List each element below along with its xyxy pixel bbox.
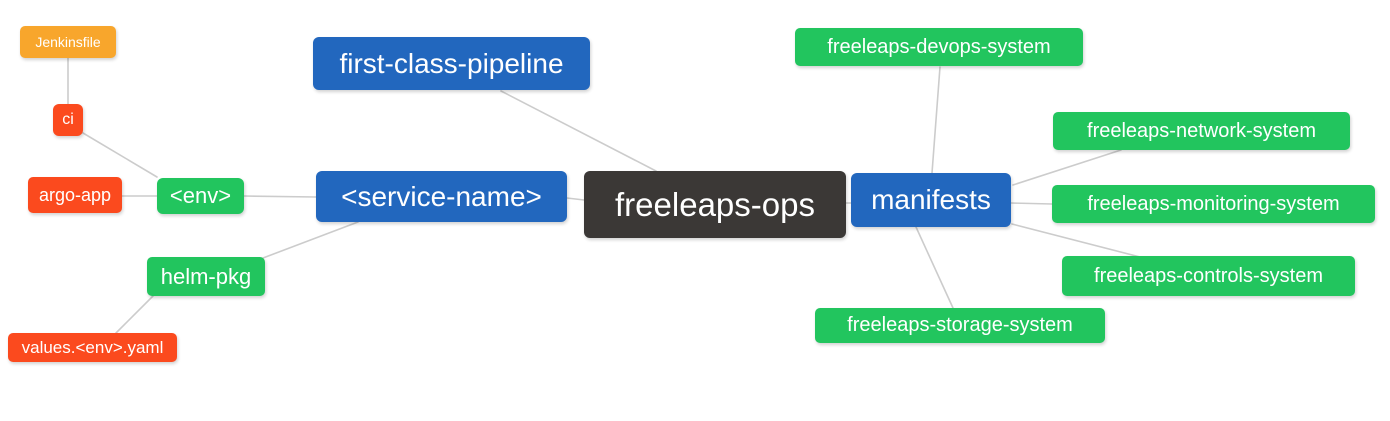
node-freeleaps-controls-system-label: freeleaps-controls-system xyxy=(1094,264,1323,287)
node-jenkinsfile[interactable]: Jenkinsfile xyxy=(20,26,116,58)
edge-pipeline-ops xyxy=(500,90,657,172)
node-freeleaps-network-system-label: freeleaps-network-system xyxy=(1087,119,1316,142)
node-service-name-label: <service-name> xyxy=(341,180,542,212)
node-first-class-pipeline-label: first-class-pipeline xyxy=(339,47,564,79)
node-values-env-yaml[interactable]: values.<env>.yaml xyxy=(8,333,177,362)
edge-helmpkg-valuesyaml xyxy=(115,295,154,334)
node-argo-app[interactable]: argo-app xyxy=(28,177,122,213)
node-freeleaps-devops-system[interactable]: freeleaps-devops-system xyxy=(795,28,1083,66)
node-env[interactable]: <env> xyxy=(157,178,244,214)
node-freeleaps-storage-system[interactable]: freeleaps-storage-system xyxy=(815,308,1105,343)
node-jenkinsfile-label: Jenkinsfile xyxy=(35,34,101,50)
node-freeleaps-monitoring-system[interactable]: freeleaps-monitoring-system xyxy=(1052,185,1375,223)
edge-manifests-monitoring xyxy=(1010,202,1053,205)
node-freeleaps-storage-system-label: freeleaps-storage-system xyxy=(847,314,1073,336)
node-helm-pkg-label: helm-pkg xyxy=(160,263,252,289)
edge-manifests-devops xyxy=(931,66,941,174)
node-manifests[interactable]: manifests xyxy=(851,173,1011,227)
node-freeleaps-monitoring-system-label: freeleaps-monitoring-system xyxy=(1087,192,1340,215)
node-values-env-yaml-label: values.<env>.yaml xyxy=(21,337,164,357)
edge-env-servicename xyxy=(243,195,317,198)
node-freeleaps-ops[interactable]: freeleaps-ops xyxy=(584,171,846,238)
node-freeleaps-ops-label: freeleaps-ops xyxy=(615,185,815,223)
node-freeleaps-controls-system[interactable]: freeleaps-controls-system xyxy=(1062,256,1355,296)
edge-ci-env xyxy=(82,132,158,178)
edge-servicename-ops xyxy=(566,197,585,201)
edge-servicename-helmpkg xyxy=(262,221,359,259)
node-freeleaps-network-system[interactable]: freeleaps-network-system xyxy=(1053,112,1350,150)
node-ci[interactable]: ci xyxy=(53,104,83,136)
node-service-name[interactable]: <service-name> xyxy=(316,171,567,222)
node-helm-pkg[interactable]: helm-pkg xyxy=(147,257,265,296)
node-first-class-pipeline[interactable]: first-class-pipeline xyxy=(313,37,590,90)
node-env-label: <env> xyxy=(169,183,232,208)
node-argo-app-label: argo-app xyxy=(38,184,112,205)
node-manifests-label: manifests xyxy=(871,184,991,215)
edge-manifests-network xyxy=(1012,149,1122,186)
edge-manifests-controls xyxy=(1011,223,1141,258)
node-ci-label: ci xyxy=(62,111,74,128)
edge-manifests-storage xyxy=(915,226,954,309)
node-freeleaps-devops-system-label: freeleaps-devops-system xyxy=(827,35,1051,58)
